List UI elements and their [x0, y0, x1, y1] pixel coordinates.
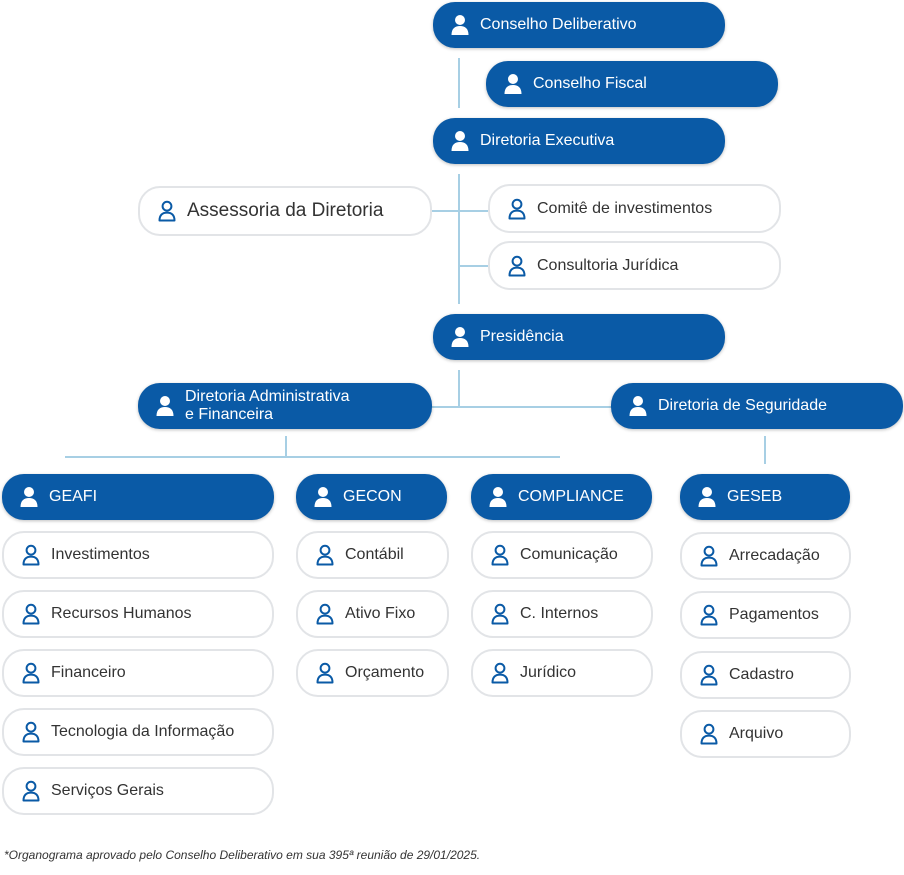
dept-item[interactable]: Financeiro [2, 649, 274, 697]
person-icon [20, 661, 42, 685]
person-icon [487, 485, 509, 509]
connector-line [764, 436, 766, 464]
dept-name: GESEB [727, 488, 783, 505]
dept-item-label: Ativo Fixo [345, 605, 416, 622]
person-icon [314, 543, 336, 567]
dept-item-label: Cadastro [729, 666, 794, 683]
node-label-line2: e Financeira [185, 406, 274, 423]
person-icon [489, 543, 511, 567]
dept-item[interactable]: C. Internos [471, 590, 653, 638]
dept-item-label: Jurídico [520, 664, 577, 681]
person-icon [20, 543, 42, 567]
node-label: Diretoria Administrativa e Financeira [185, 388, 350, 424]
node-label: Diretoria Executiva [480, 132, 615, 149]
person-icon [449, 325, 471, 349]
person-icon [314, 661, 336, 685]
connector-line [458, 265, 488, 267]
node-presidencia[interactable]: Presidência [433, 314, 725, 360]
dept-item-label: Contábil [345, 546, 404, 563]
person-icon [506, 254, 528, 278]
person-icon [698, 544, 720, 568]
person-icon [449, 13, 471, 37]
dept-item[interactable]: Cadastro [680, 651, 851, 699]
dept-item[interactable]: Recursos Humanos [2, 590, 274, 638]
node-label: Conselho Fiscal [533, 75, 647, 92]
person-icon [506, 197, 528, 221]
dept-header[interactable]: GESEB [680, 474, 850, 520]
person-icon [20, 602, 42, 626]
dept-item[interactable]: Investimentos [2, 531, 274, 579]
person-icon [154, 394, 176, 418]
dept-item-label: Financeiro [51, 664, 126, 681]
dept-item-label: Investimentos [51, 546, 150, 563]
person-icon [156, 199, 178, 223]
person-icon [312, 485, 334, 509]
dept-item[interactable]: Contábil [296, 531, 449, 579]
dept-item-label: Arrecadação [729, 547, 820, 564]
dept-item-label: Tecnologia da Informação [51, 723, 235, 740]
node-diretoria-administrativa-financeira[interactable]: Diretoria Administrativa e Financeira [138, 383, 432, 429]
dept-item[interactable]: Tecnologia da Informação [2, 708, 274, 756]
person-icon [627, 394, 649, 418]
person-icon [698, 603, 720, 627]
person-icon [20, 779, 42, 803]
node-comite-de-investimentos[interactable]: Comitê de investimentos [488, 184, 781, 233]
dept-item-label: Arquivo [729, 725, 784, 742]
dept-item[interactable]: Arquivo [680, 710, 851, 758]
connector-line [458, 370, 460, 408]
person-icon [502, 72, 524, 96]
person-icon [449, 129, 471, 153]
dept-header[interactable]: GEAFI [2, 474, 274, 520]
person-icon [18, 485, 40, 509]
dept-item-label: C. Internos [520, 605, 599, 622]
node-assessoria-da-diretoria[interactable]: Assessoria da Diretoria [138, 186, 432, 236]
person-icon [698, 663, 720, 687]
dept-header[interactable]: GECON [296, 474, 447, 520]
node-label: Conselho Deliberativo [480, 16, 637, 33]
person-icon [314, 602, 336, 626]
node-label: Presidência [480, 328, 564, 345]
connector-line [65, 456, 560, 458]
node-label: Assessoria da Diretoria [187, 200, 384, 221]
connector-line [285, 436, 287, 458]
dept-item-label: Serviços Gerais [51, 782, 164, 799]
node-consultoria-juridica[interactable]: Consultoria Jurídica [488, 241, 781, 290]
dept-item[interactable]: Pagamentos [680, 591, 851, 639]
connector-line [458, 58, 460, 108]
dept-item-label: Pagamentos [729, 606, 819, 623]
dept-item-label: Orçamento [345, 664, 425, 681]
connector-line [432, 406, 612, 408]
connector-line [432, 210, 488, 212]
node-label-line1: Diretoria Administrativa [185, 388, 350, 405]
dept-item-label: Comunicação [520, 546, 618, 563]
dept-item-label: Recursos Humanos [51, 605, 192, 622]
dept-name: GECON [343, 488, 402, 505]
dept-name: COMPLIANCE [518, 488, 624, 505]
dept-name: GEAFI [49, 488, 98, 505]
dept-item[interactable]: Arrecadação [680, 532, 851, 580]
node-conselho-fiscal[interactable]: Conselho Fiscal [486, 61, 778, 107]
node-label: Comitê de investimentos [537, 199, 713, 217]
dept-item[interactable]: Serviços Gerais [2, 767, 274, 815]
person-icon [489, 661, 511, 685]
person-icon [20, 720, 42, 744]
node-diretoria-executiva[interactable]: Diretoria Executiva [433, 118, 725, 164]
node-label: Diretoria de Seguridade [658, 397, 827, 414]
dept-item[interactable]: Comunicação [471, 531, 653, 579]
person-icon [489, 602, 511, 626]
node-conselho-deliberativo[interactable]: Conselho Deliberativo [433, 2, 725, 48]
person-icon [696, 485, 718, 509]
node-label: Consultoria Jurídica [537, 256, 679, 274]
person-icon [698, 722, 720, 746]
connector-line [458, 174, 460, 304]
dept-item[interactable]: Jurídico [471, 649, 653, 697]
dept-item[interactable]: Orçamento [296, 649, 449, 697]
node-diretoria-de-seguridade[interactable]: Diretoria de Seguridade [611, 383, 903, 429]
dept-item[interactable]: Ativo Fixo [296, 590, 449, 638]
footnote: *Organograma aprovado pelo Conselho Deli… [4, 848, 481, 862]
dept-header[interactable]: COMPLIANCE [471, 474, 652, 520]
